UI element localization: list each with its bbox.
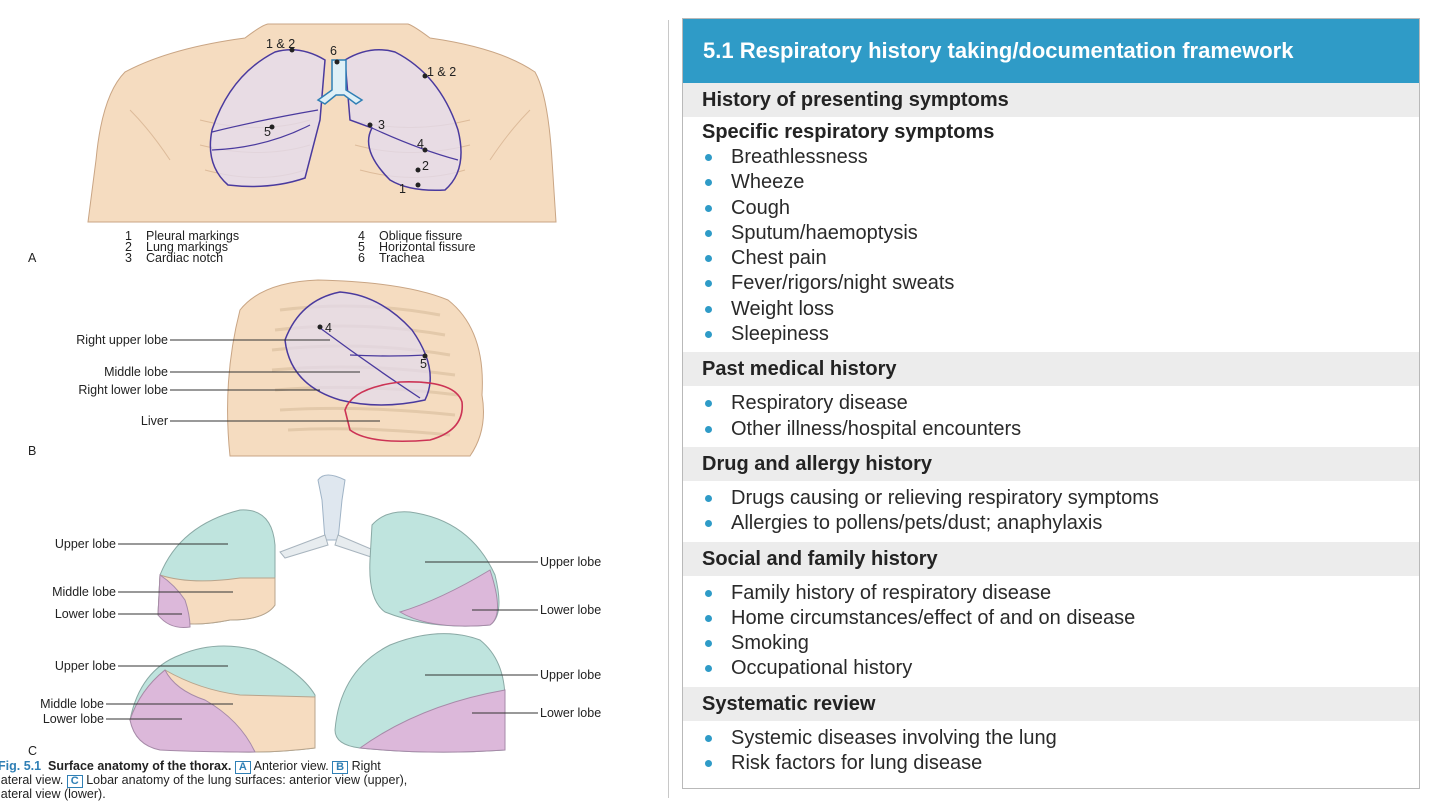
label-c-lat-left-upper: Upper lobe bbox=[55, 659, 116, 673]
caption-line3: lateral view (lower). bbox=[0, 787, 106, 801]
column-divider bbox=[668, 20, 669, 798]
list-specific-symptoms: Breathlessness Wheeze Cough Sputum/haemo… bbox=[683, 145, 1419, 347]
figure-caption: Fig. 5.1 Surface anatomy of the thorax. … bbox=[0, 759, 658, 802]
list-item: Fever/rigors/night sweats bbox=[703, 271, 1419, 296]
list-social-family-history: Family history of respiratory disease Ho… bbox=[683, 581, 1419, 682]
caption-title: Surface anatomy of the thorax. bbox=[48, 759, 232, 773]
marker-3: 3 bbox=[378, 118, 385, 132]
list-past-medical-history: Respiratory disease Other illness/hospit… bbox=[683, 391, 1419, 442]
list-item: Risk factors for lung disease bbox=[703, 751, 1419, 776]
list-drug-allergy-history: Drugs causing or relieving respiratory s… bbox=[683, 486, 1419, 537]
panel-c-lobar-anatomy: Upper lobe Middle lobe Lower lobe Upper … bbox=[28, 474, 601, 758]
legend-trachea: Trachea bbox=[379, 251, 424, 265]
legend-num-1: 1 bbox=[125, 229, 132, 243]
list-item: Systemic diseases involving the lung bbox=[703, 726, 1419, 751]
marker-2: 2 bbox=[422, 159, 429, 173]
list-item: Drugs causing or relieving respiratory s… bbox=[703, 486, 1419, 511]
section-drug-allergy-history: Drug and allergy history bbox=[683, 446, 1419, 481]
label-c-ant-right-upper: Upper lobe bbox=[540, 555, 601, 569]
list-systematic-review: Systemic diseases involving the lung Ris… bbox=[683, 726, 1419, 777]
panel-b-lateral-view: 4 5 Right upper lobe Middle lobe Right l… bbox=[28, 279, 484, 458]
legend-num-2: 2 bbox=[125, 240, 132, 254]
anatomy-illustration: 1 & 2 6 1 & 2 5 3 4 2 1 1 Pleural markin… bbox=[28, 23, 601, 758]
legend-lung-markings: Lung markings bbox=[146, 240, 228, 254]
surface-anatomy-figure: 1 & 2 6 1 & 2 5 3 4 2 1 1 Pleural markin… bbox=[0, 0, 666, 810]
section-presenting-symptoms: History of presenting symptoms bbox=[683, 83, 1419, 117]
section-past-medical-history: Past medical history bbox=[683, 352, 1419, 387]
marker-6: 6 bbox=[330, 44, 337, 58]
caption-c-text: Lobar anatomy of the lung surfaces: ante… bbox=[86, 773, 408, 787]
panel-b-letter: B bbox=[28, 444, 36, 458]
legend-num-4: 4 bbox=[358, 229, 365, 243]
list-item: Cough bbox=[703, 196, 1419, 221]
panel-c-letter: C bbox=[28, 744, 37, 758]
legend-num-5: 5 bbox=[358, 240, 365, 254]
list-item: Respiratory disease bbox=[703, 391, 1419, 416]
list-item: Chest pain bbox=[703, 246, 1419, 271]
list-item: Smoking bbox=[703, 631, 1419, 656]
list-item: Other illness/hospital encounters bbox=[703, 417, 1419, 442]
list-item: Sleepiness bbox=[703, 322, 1419, 347]
legend-num-6: 6 bbox=[358, 251, 365, 265]
caption-line2: lateral view. bbox=[0, 773, 64, 787]
marker-b-4: 4 bbox=[325, 321, 332, 335]
respiratory-history-box: 5.1 Respiratory history taking/documenta… bbox=[682, 18, 1420, 789]
list-item: Allergies to pollens/pets/dust; anaphyla… bbox=[703, 511, 1419, 536]
panel-a-anterior-view: 1 & 2 6 1 & 2 5 3 4 2 1 1 Pleural markin… bbox=[28, 23, 557, 265]
legend-horizontal-fissure: Horizontal fissure bbox=[379, 240, 476, 254]
list-item: Family history of respiratory disease bbox=[703, 581, 1419, 606]
label-c-lat-left-middle: Middle lobe bbox=[40, 697, 104, 711]
list-item: Wheeze bbox=[703, 170, 1419, 195]
marker-1-2-right: 1 & 2 bbox=[427, 65, 456, 79]
box-title: 5.1 Respiratory history taking/documenta… bbox=[683, 19, 1419, 83]
subheading-specific-symptoms: Specific respiratory symptoms bbox=[702, 121, 995, 143]
panel-a-letter: A bbox=[28, 251, 37, 265]
legend-num-3: 3 bbox=[125, 251, 132, 265]
label-c-lat-left-lower: Lower lobe bbox=[43, 712, 104, 726]
caption-a-text: Anterior view. bbox=[253, 759, 329, 773]
marker-1-2-left: 1 & 2 bbox=[266, 37, 295, 51]
caption-fig-number: Fig. 5.1 bbox=[0, 759, 42, 773]
label-middle-lobe: Middle lobe bbox=[104, 365, 168, 379]
caption-b-text: Right bbox=[351, 759, 381, 773]
list-item: Weight loss bbox=[703, 297, 1419, 322]
label-c-ant-right-lower: Lower lobe bbox=[540, 603, 601, 617]
label-right-lower-lobe: Right lower lobe bbox=[78, 383, 168, 397]
label-c-ant-left-lower: Lower lobe bbox=[55, 607, 116, 621]
label-c-lat-right-upper: Upper lobe bbox=[540, 668, 601, 682]
marker-5: 5 bbox=[264, 125, 271, 139]
legend-pleural-markings: Pleural markings bbox=[146, 229, 239, 243]
label-c-ant-left-middle: Middle lobe bbox=[52, 585, 116, 599]
label-liver: Liver bbox=[141, 414, 168, 428]
label-c-lat-right-lower: Lower lobe bbox=[540, 706, 601, 720]
section-social-family-history: Social and family history bbox=[683, 541, 1419, 576]
label-right-upper-lobe: Right upper lobe bbox=[76, 333, 168, 347]
list-item: Breathlessness bbox=[703, 145, 1419, 170]
marker-4: 4 bbox=[417, 137, 424, 151]
label-c-ant-left-upper: Upper lobe bbox=[55, 537, 116, 551]
list-item: Home circumstances/effect of and on dise… bbox=[703, 606, 1419, 631]
legend-oblique-fissure: Oblique fissure bbox=[379, 229, 462, 243]
section-systematic-review: Systematic review bbox=[683, 686, 1419, 721]
panel-a-legend: 1 Pleural markings 2 Lung markings 3 Car… bbox=[125, 229, 476, 265]
list-item: Sputum/haemoptysis bbox=[703, 221, 1419, 246]
list-item: Occupational history bbox=[703, 656, 1419, 681]
marker-1: 1 bbox=[399, 182, 406, 196]
marker-b-5: 5 bbox=[420, 357, 427, 371]
legend-cardiac-notch: Cardiac notch bbox=[146, 251, 223, 265]
